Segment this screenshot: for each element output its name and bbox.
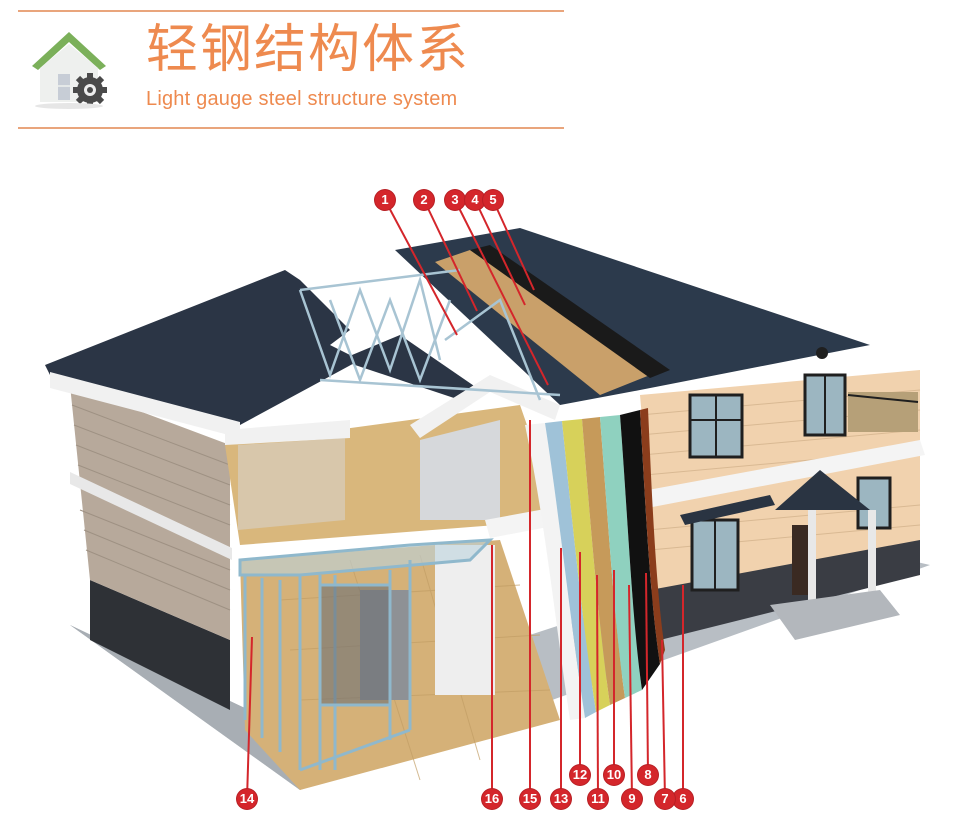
callout-marker-2: 2 [414, 190, 434, 210]
callout-marker-15: 15 [520, 789, 540, 809]
roof-osb [435, 250, 650, 395]
callout-marker-11: 11 [588, 789, 608, 809]
roof-trusses [298, 268, 561, 401]
callout-leader-9 [628, 584, 633, 800]
steel-wall-frame [238, 538, 494, 772]
callout-leader-8 [645, 572, 649, 776]
callout-marker-8: 8 [638, 765, 658, 785]
callout-marker-16: 16 [482, 789, 502, 809]
callout-marker-6: 6 [673, 789, 693, 809]
wall-layer-membrane [600, 415, 642, 698]
wall-layer-brown [640, 408, 665, 664]
brick-base-right [650, 540, 920, 640]
roof-left [45, 270, 360, 425]
callout-leader-2 [423, 199, 478, 312]
callout-marker-9: 9 [622, 789, 642, 809]
callout-marker-7: 7 [655, 789, 675, 809]
callout-marker-4: 4 [465, 190, 485, 210]
wall-layer-drywall [525, 423, 585, 720]
callout-marker-10: 10 [604, 765, 624, 785]
house-gear-icon [32, 32, 107, 109]
callout-marker-3: 3 [445, 190, 465, 210]
roof-gable-front [340, 335, 480, 400]
callout-leader-1 [384, 199, 458, 336]
callout-leader-7 [661, 639, 666, 800]
page-title-english: Light gauge steel structure system [146, 88, 458, 110]
brick-base-left [90, 580, 230, 710]
header-rule-top [18, 10, 564, 12]
callout-leader-3 [454, 199, 549, 386]
wall-layer-black [620, 410, 660, 690]
wall-layer-blue [545, 421, 596, 718]
callout-leader-11 [596, 574, 599, 800]
roof-underlay [470, 245, 670, 378]
callout-marker-12: 12 [570, 765, 590, 785]
callout-marker-14: 14 [237, 789, 257, 809]
callout-marker-5: 5 [483, 190, 503, 210]
callout-leader-lines [246, 199, 684, 800]
header-rule-bottom [18, 127, 564, 129]
page-title-chinese: 轻钢结构体系 [146, 20, 471, 80]
callout-marker-1: 1 [375, 190, 395, 210]
callout-leader-5 [492, 199, 535, 291]
callout-marker-13: 13 [551, 789, 571, 809]
callout-leader-14 [246, 636, 253, 800]
callout-leader-4 [474, 199, 526, 306]
